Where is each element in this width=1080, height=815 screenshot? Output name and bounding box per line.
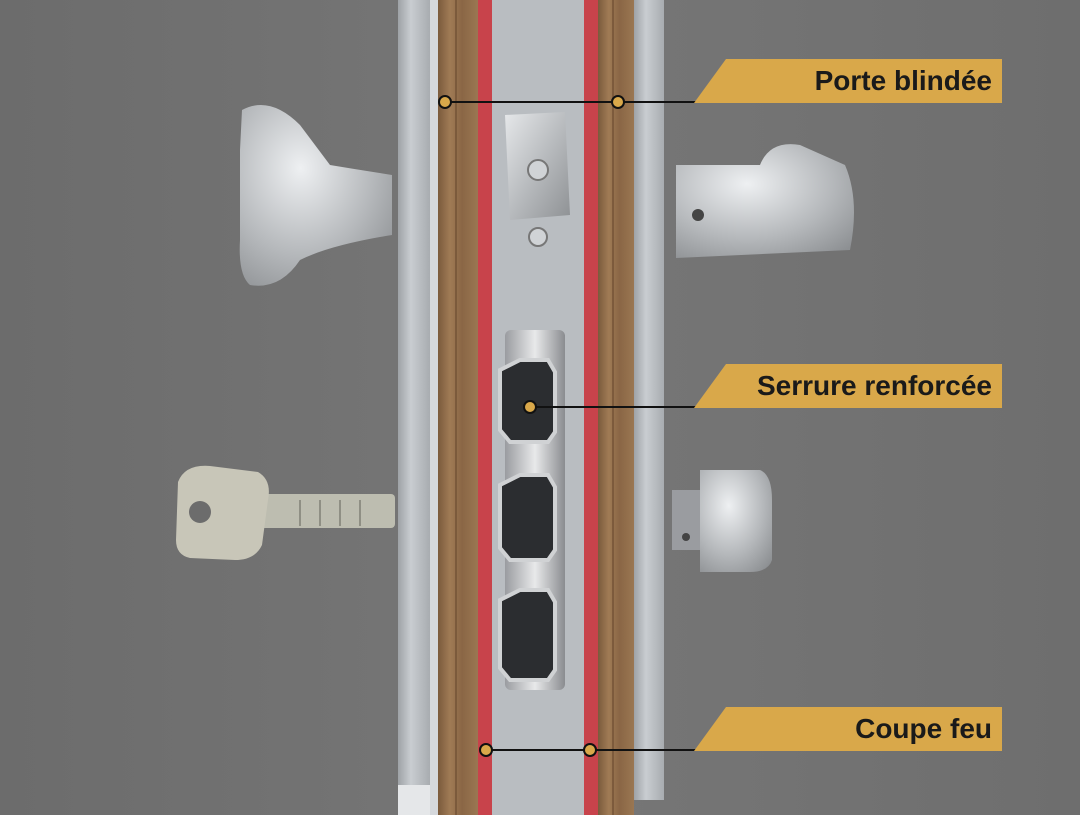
right-thumb-turn bbox=[672, 470, 772, 572]
marker-dot bbox=[611, 95, 625, 109]
marker-dot bbox=[479, 743, 493, 757]
label-reinforced-lock: Serrure renforcée bbox=[694, 364, 1002, 408]
label-fire-barrier: Coupe feu bbox=[694, 707, 1002, 751]
marker-dot bbox=[523, 400, 537, 414]
right-lever-handle bbox=[676, 144, 854, 258]
left-knob bbox=[239, 105, 392, 286]
label-armored-door: Porte blindée bbox=[694, 59, 1002, 103]
lock-mechanism bbox=[498, 112, 570, 690]
marker-dot bbox=[583, 743, 597, 757]
key bbox=[176, 465, 395, 560]
marker-dot bbox=[438, 95, 452, 109]
door-frame-left bbox=[398, 0, 430, 790]
